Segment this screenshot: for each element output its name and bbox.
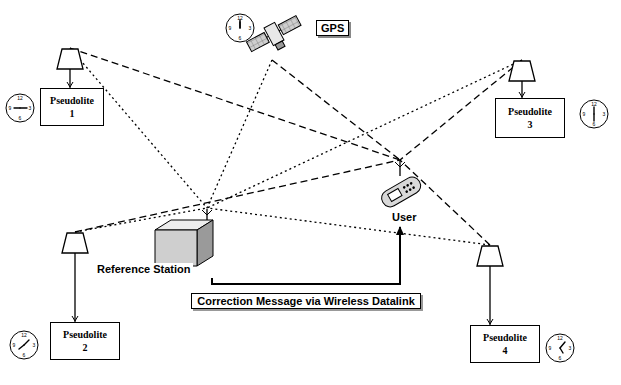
gps-label: GPS (316, 20, 349, 36)
clock-numeral: 9 (549, 346, 552, 351)
clock-numeral: 6 (19, 116, 22, 121)
signal-line (70, 48, 207, 208)
gps-satellite-node: GPS (250, 4, 355, 60)
signal-line (400, 160, 490, 245)
pseudolite-box: Pseudolite 3 (495, 98, 565, 138)
pseudolite-node: Pseudolite 1 (40, 48, 104, 126)
clock-numeral: 6 (593, 122, 596, 127)
clock-numeral: 12 (591, 102, 597, 107)
clock-numeral: 9 (229, 26, 232, 31)
clock-numeral: 9 (13, 343, 16, 348)
clock-numeral: 3 (29, 106, 32, 111)
clock-numeral: 3 (33, 343, 36, 348)
pseudolite-node: Pseudolite 4 (470, 245, 540, 363)
signal-line (70, 48, 400, 160)
pseudolite-node: Pseudolite 2 (50, 232, 120, 360)
user-label: User (390, 211, 418, 223)
clock-numeral: 3 (603, 112, 606, 117)
signal-line (75, 160, 400, 232)
signal-line (207, 208, 490, 245)
clock-numeral: 3 (249, 26, 252, 31)
clock-numeral: 12 (557, 336, 563, 341)
clock-numeral: 9 (9, 106, 12, 111)
reference-station-node: Reference Station (95, 208, 220, 278)
clock-numeral: 12 (237, 16, 243, 21)
signal-line (272, 60, 400, 160)
clock-numeral: 12 (21, 333, 27, 338)
signal-line (207, 60, 272, 208)
pseudolite-label: Pseudolite 4 (483, 331, 527, 357)
pseudolite-label: Pseudolite 1 (50, 94, 94, 120)
pseudolite-box: Pseudolite 2 (50, 322, 120, 360)
clock-numeral: 6 (559, 356, 562, 361)
pseudolite-box: Pseudolite 1 (40, 88, 104, 126)
user-node: User (368, 160, 434, 226)
datalink-arrow (212, 227, 400, 284)
station-label: Reference Station (95, 263, 193, 275)
pseudolite-label: Pseudolite 3 (508, 105, 552, 131)
pseudolite-node: Pseudolite 3 (495, 60, 565, 138)
pseudolite-box: Pseudolite 4 (470, 325, 540, 363)
clock-numeral: 3 (569, 346, 572, 351)
clock-numeral: 6 (23, 353, 26, 358)
clock-numeral: 6 (239, 36, 242, 41)
clock-numeral: 9 (583, 112, 586, 117)
datalink-label: Correction Message via Wireless Datalink (191, 293, 421, 309)
signal-line (207, 60, 522, 208)
pseudolite-label: Pseudolite 2 (63, 328, 107, 354)
clock-numeral: 12 (17, 96, 23, 101)
